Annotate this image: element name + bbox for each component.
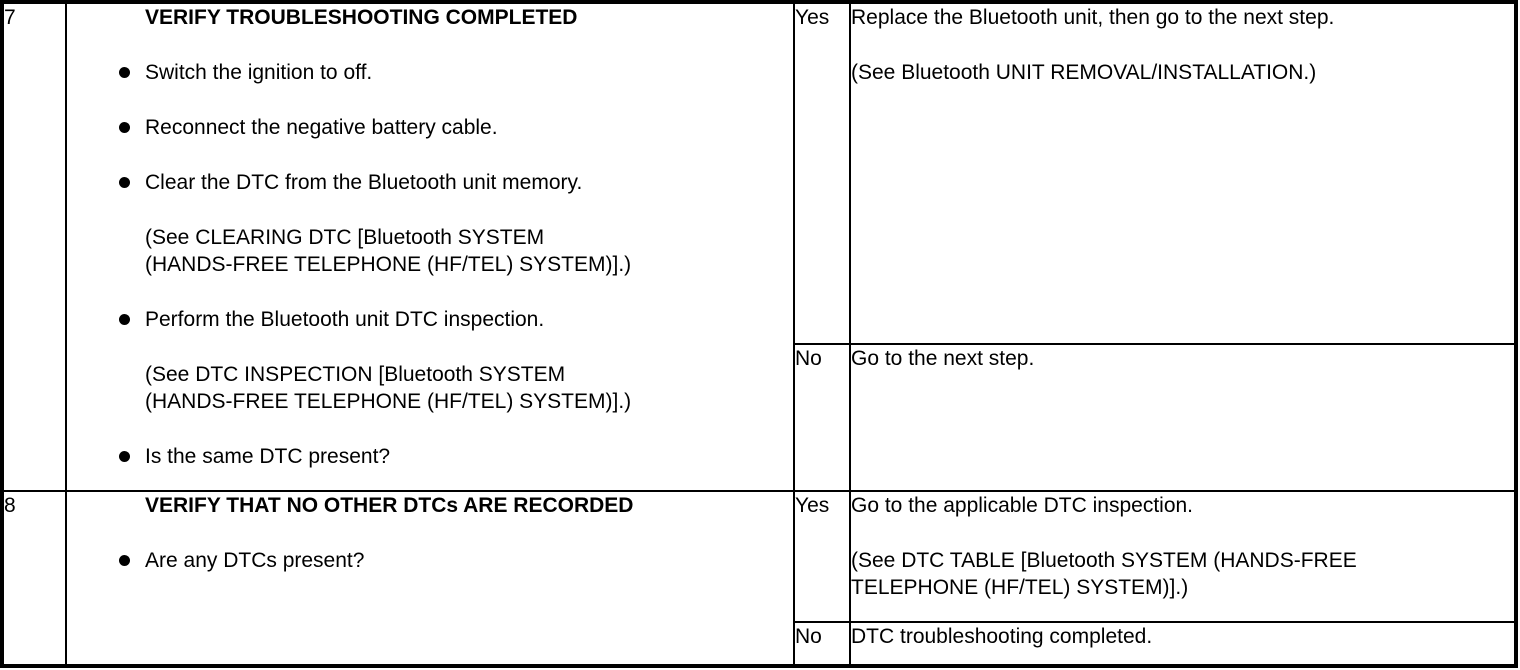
reference-line: (HANDS-FREE TELEPHONE (HF/TEL) SYSTEM)].… [145, 390, 632, 413]
result-line: Go to the applicable DTC inspection. [851, 494, 1194, 518]
bullet-item: Clear the DTC from the Bluetooth unit me… [68, 169, 792, 196]
reference-line: (HANDS-FREE TELEPHONE (HF/TEL) SYSTEM)].… [145, 253, 632, 276]
result-line: Replace the Bluetooth unit, then go to t… [851, 6, 1335, 29]
step8-no-row: No DTC troubleshooting completed. [2, 620, 1517, 668]
bullet-icon [119, 451, 130, 462]
see-reference: (See CLEARING DTC [Bluetooth SYSTEM (HAN… [68, 224, 792, 278]
step7-yes-row: 7 VERIFY TROUBLESHOOTING COMPLETED Switc… [1, 0, 1517, 493]
step7-action-cell: VERIFY TROUBLESHOOTING COMPLETED Switch … [65, 0, 795, 493]
step-number: 7 [4, 6, 16, 29]
step7-title: VERIFY TROUBLESHOOTING COMPLETED [145, 6, 578, 29]
result-paragraph: Go to the applicable DTC inspection. [851, 493, 1514, 519]
bullet-item: Reconnect the negative battery cable. [68, 114, 792, 141]
bullet-text: Clear the DTC from the Bluetooth unit me… [145, 171, 583, 194]
result-line: Go to the next step. [851, 347, 1035, 371]
reference-line: (See CLEARING DTC [Bluetooth SYSTEM [145, 226, 545, 249]
bullet-item: Are any DTCs present? [68, 547, 792, 574]
step8-no-cell: No [793, 620, 851, 668]
answer-label: No [795, 624, 822, 648]
result-paragraph: DTC troubleshooting completed. [851, 624, 1514, 650]
bullet-text: Is the same DTC present? [145, 445, 391, 468]
result-line: DTC troubleshooting completed. [851, 624, 1153, 648]
bullet-icon [119, 67, 130, 78]
step7-no-cell: No [793, 343, 851, 493]
result-paragraph: Go to the next step. [851, 346, 1514, 372]
step7-yes-result-cell: Replace the Bluetooth unit, then go to t… [849, 0, 1517, 346]
answer-label: No [795, 347, 822, 371]
step8-title: VERIFY THAT NO OTHER DTCs ARE RECORDED [145, 494, 634, 518]
step7-yes-cell: Yes [793, 0, 851, 346]
bullet-icon [119, 122, 130, 133]
answer-label: Yes [795, 494, 830, 518]
bullet-text: Switch the ignition to off. [145, 61, 373, 84]
step8-yes-row: 8 VERIFY THAT NO OTHER DTCs ARE RECORDED… [1, 490, 1517, 667]
result-line: TELEPHONE (HF/TEL) SYSTEM)].) [851, 576, 1189, 600]
step8-yes-result-cell: Go to the applicable DTC inspection. (Se… [849, 490, 1517, 623]
step8-number-cell: 8 [1, 490, 67, 667]
bullet-item: Switch the ignition to off. [68, 59, 792, 86]
result-line: (See Bluetooth UNIT REMOVAL/INSTALLATION… [851, 61, 1317, 84]
bullet-text: Reconnect the negative battery cable. [145, 116, 498, 139]
bullet-item: Perform the Bluetooth unit DTC inspectio… [68, 306, 792, 333]
bullet-icon [119, 177, 130, 188]
step8-no-result-cell: DTC troubleshooting completed. [849, 620, 1517, 668]
step7-no-row: No Go to the next step. [2, 343, 1517, 493]
step7-number-cell: 7 [1, 0, 67, 493]
result-paragraph: (See Bluetooth UNIT REMOVAL/INSTALLATION… [851, 59, 1514, 86]
step8-yes-cell: Yes [793, 490, 851, 623]
result-line: (See DTC TABLE [Bluetooth SYSTEM (HANDS-… [851, 549, 1357, 573]
bullet-icon [119, 314, 130, 325]
result-paragraph: (See DTC TABLE [Bluetooth SYSTEM (HANDS-… [851, 547, 1514, 601]
result-paragraph: Replace the Bluetooth unit, then go to t… [851, 4, 1514, 31]
bullet-item: Is the same DTC present? [68, 443, 792, 470]
bullet-text: Are any DTCs present? [145, 549, 365, 573]
reference-line: (See DTC INSPECTION [Bluetooth SYSTEM [145, 363, 566, 386]
step7-no-result-cell: Go to the next step. [849, 343, 1517, 493]
step-number: 8 [4, 494, 16, 518]
bullet-text: Perform the Bluetooth unit DTC inspectio… [145, 308, 545, 331]
see-reference: (See DTC INSPECTION [Bluetooth SYSTEM (H… [68, 361, 792, 415]
bullet-icon [119, 555, 130, 567]
step8-action-cell: VERIFY THAT NO OTHER DTCs ARE RECORDED A… [65, 490, 795, 667]
answer-label: Yes [795, 6, 830, 29]
